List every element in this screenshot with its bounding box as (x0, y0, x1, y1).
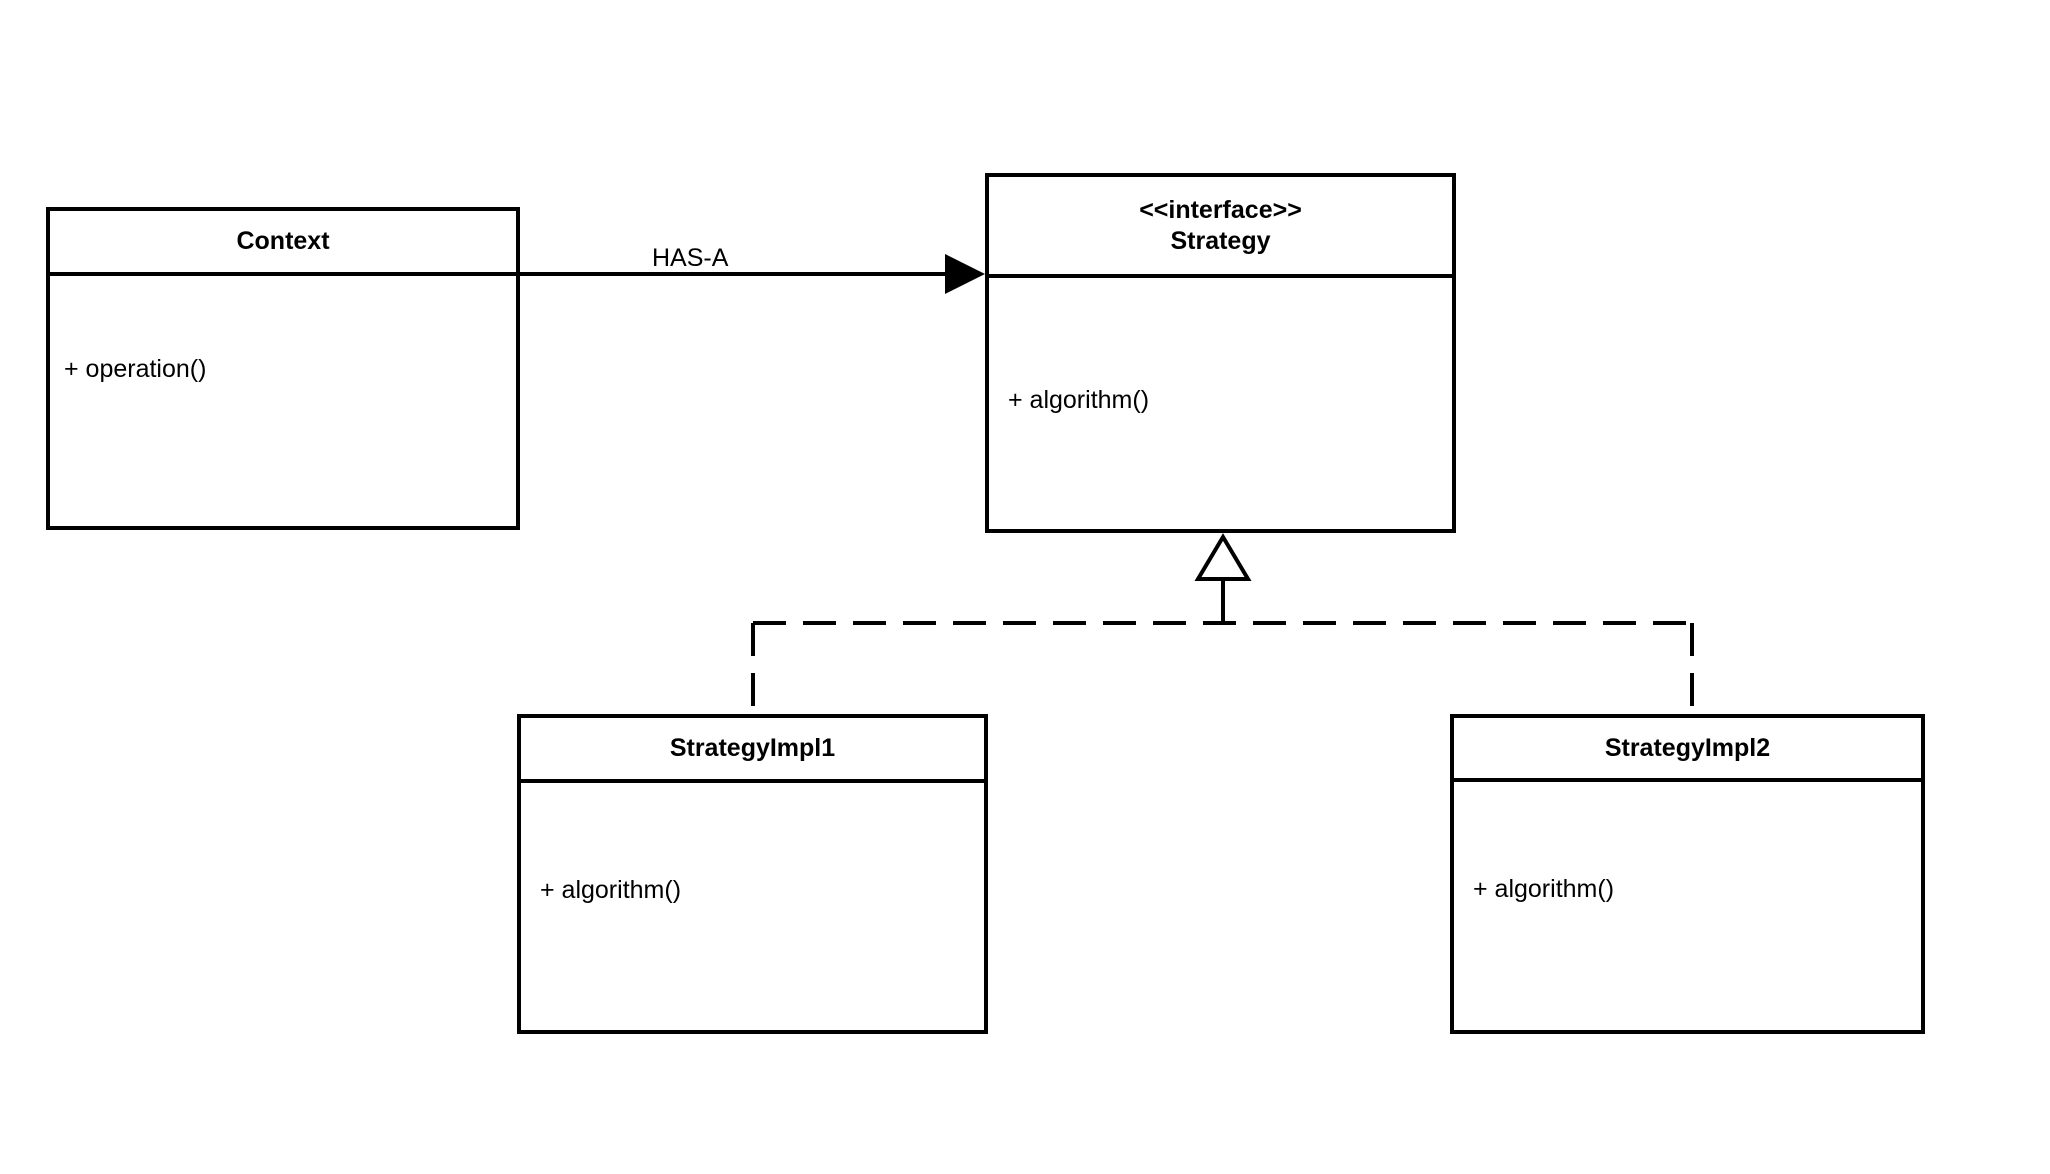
class-box-strategyimpl2[interactable]: StrategyImpl2 + algorithm() (1450, 714, 1925, 1034)
has-a-arrowhead-icon (945, 254, 985, 294)
class-member-algorithm-impl1: + algorithm() (540, 876, 682, 904)
class-stereotype-strategy: <<interface>> (1139, 195, 1302, 224)
class-title-row-strategy: <<interface>> Strategy (989, 177, 1452, 278)
realization-tree (751, 533, 1694, 714)
class-members-strategyimpl2: + algorithm() (1454, 782, 1921, 1030)
class-member-operation: + operation() (64, 355, 207, 383)
class-title-row-strategyimpl1: StrategyImpl1 (521, 718, 984, 783)
class-member-algorithm-impl2: + algorithm() (1473, 875, 1615, 903)
class-members-strategyimpl1: + algorithm() (521, 783, 984, 1030)
class-name-strategyimpl1: StrategyImpl1 (669, 734, 836, 762)
association-has-a (520, 254, 985, 294)
class-title-row-context: Context (50, 211, 516, 276)
class-member-algorithm-strategy: + algorithm() (1008, 386, 1150, 414)
class-name-strategy: Strategy (1170, 226, 1271, 255)
edge-label-has-a: HAS-A (648, 244, 733, 272)
class-title-row-strategyimpl2: StrategyImpl2 (1454, 718, 1921, 782)
inheritance-triangle-icon (1194, 533, 1252, 581)
class-members-strategy: + algorithm() (989, 278, 1452, 529)
class-box-strategy[interactable]: <<interface>> Strategy + algorithm() (985, 173, 1456, 533)
class-name-strategyimpl2: StrategyImpl2 (1604, 733, 1771, 762)
class-name-context: Context (236, 227, 330, 255)
class-box-strategyimpl1[interactable]: StrategyImpl1 + algorithm() (517, 714, 988, 1034)
class-box-context[interactable]: Context + operation() (46, 207, 520, 530)
class-members-context: + operation() (50, 276, 516, 526)
